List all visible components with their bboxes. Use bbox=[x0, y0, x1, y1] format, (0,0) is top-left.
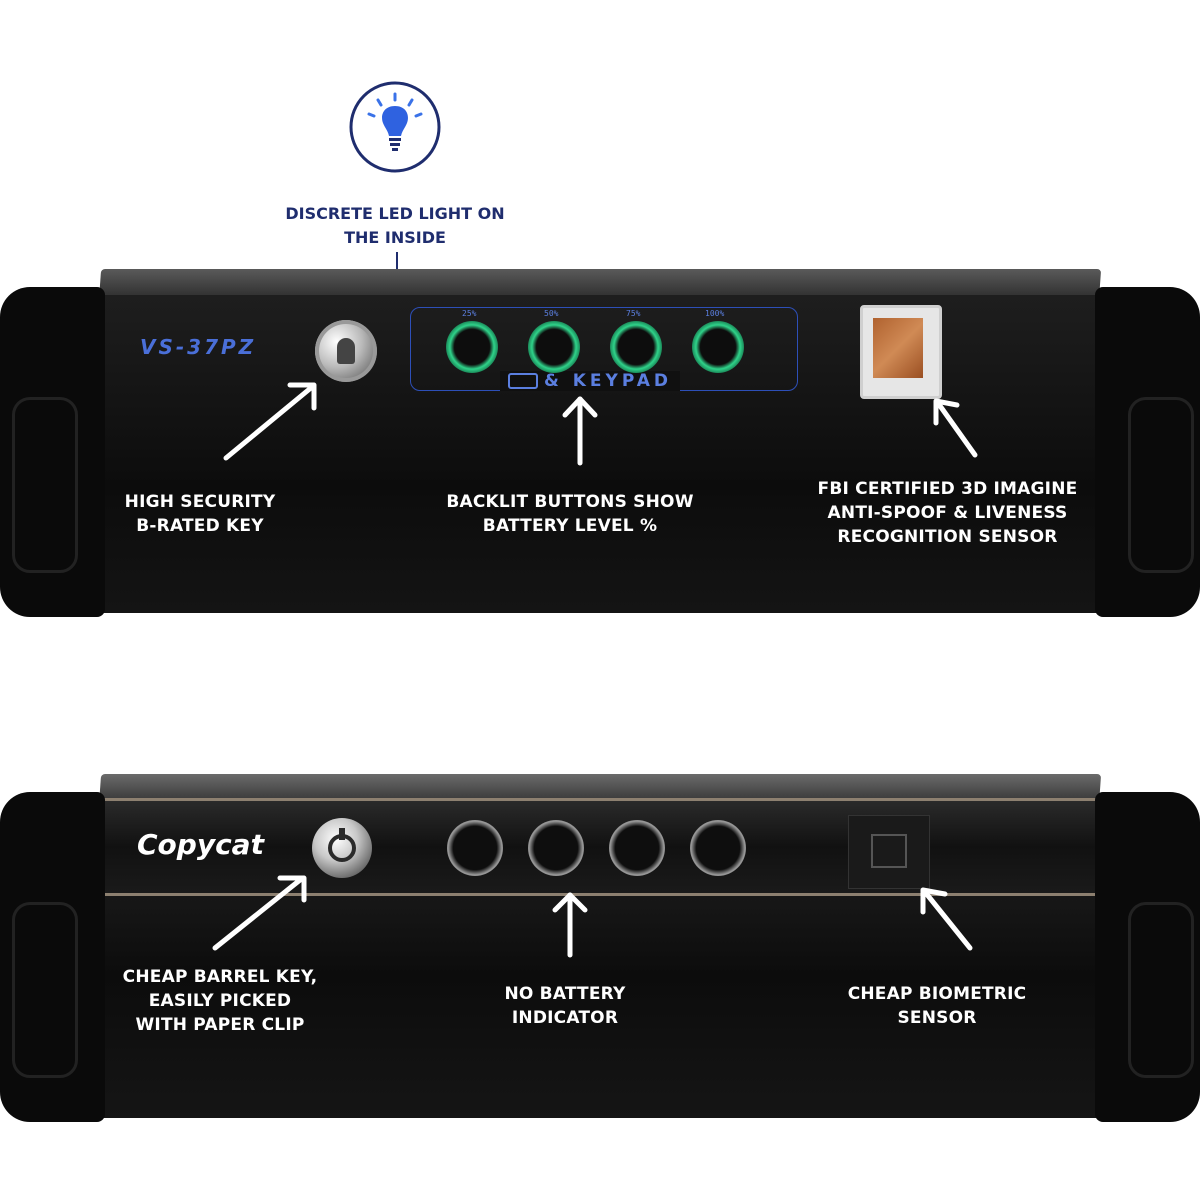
lightbulb-icon bbox=[349, 81, 441, 173]
callout-high-security-key: HIGH SECURITY B-RATED KEY bbox=[124, 492, 276, 536]
led-callout-text: DISCRETE LED LIGHT ON THE INSIDE bbox=[285, 204, 505, 247]
battery-button-25[interactable] bbox=[446, 321, 498, 373]
battery-label-25: 25% bbox=[462, 309, 477, 318]
led-icon-circle bbox=[348, 80, 442, 174]
plain-button-2[interactable] bbox=[528, 820, 584, 876]
copycat-brand: Copycat bbox=[137, 828, 264, 861]
plain-button-3[interactable] bbox=[609, 820, 665, 876]
keyhole-icon bbox=[337, 338, 355, 364]
top-safe-body bbox=[75, 295, 1125, 613]
model-label: VS-37PZ bbox=[140, 335, 257, 359]
top-safe-right-bumper bbox=[1095, 287, 1200, 617]
bottom-safe-faceplate bbox=[100, 798, 1100, 896]
battery-button-75[interactable] bbox=[610, 321, 662, 373]
callout-fbi-sensor: FBI CERTIFIED 3D IMAGINE ANTI-SPOOF & LI… bbox=[817, 479, 1078, 547]
bottom-safe-right-bumper bbox=[1095, 792, 1200, 1122]
callout-cheap-biometric: CHEAP BIOMETRIC SENSOR bbox=[847, 984, 1027, 1028]
battery-label-75: 75% bbox=[626, 309, 641, 318]
fingerprint-pad bbox=[873, 318, 923, 378]
battery-button-50[interactable] bbox=[528, 321, 580, 373]
b-rated-key-lock[interactable] bbox=[315, 320, 377, 382]
bottom-safe: Copycat CHEAP BARREL KEY, EASILY PICKED … bbox=[0, 770, 1200, 1130]
bottom-safe-arrows bbox=[212, 875, 973, 958]
callout-backlit-buttons: BACKLIT BUTTONS SHOW BATTERY LEVEL % bbox=[446, 492, 694, 536]
cheap-biometric-sensor[interactable] bbox=[848, 815, 930, 889]
battery-label-50: 50% bbox=[544, 309, 559, 318]
plain-button-1[interactable] bbox=[447, 820, 503, 876]
plain-button-4[interactable] bbox=[690, 820, 746, 876]
keypad-label: & KEYPAD bbox=[500, 371, 681, 391]
callout-cheap-barrel-key: CHEAP BARREL KEY, EASILY PICKED WITH PAP… bbox=[122, 967, 318, 1035]
battery-icon bbox=[508, 373, 538, 389]
callout-no-battery-indicator: NO BATTERY INDICATOR bbox=[504, 984, 626, 1028]
battery-button-100[interactable] bbox=[692, 321, 744, 373]
barrel-key-lock[interactable] bbox=[312, 818, 372, 878]
biometric-sensor[interactable] bbox=[860, 305, 942, 399]
top-safe-left-bumper bbox=[0, 287, 105, 617]
battery-label-100: 100% bbox=[705, 309, 725, 318]
bottom-safe-left-bumper bbox=[0, 792, 105, 1122]
top-safe: VS-37PZ & KEYPAD 25% 50% 75% 100% HIGH S… bbox=[0, 265, 1200, 625]
top-safe-arrows bbox=[223, 382, 978, 466]
